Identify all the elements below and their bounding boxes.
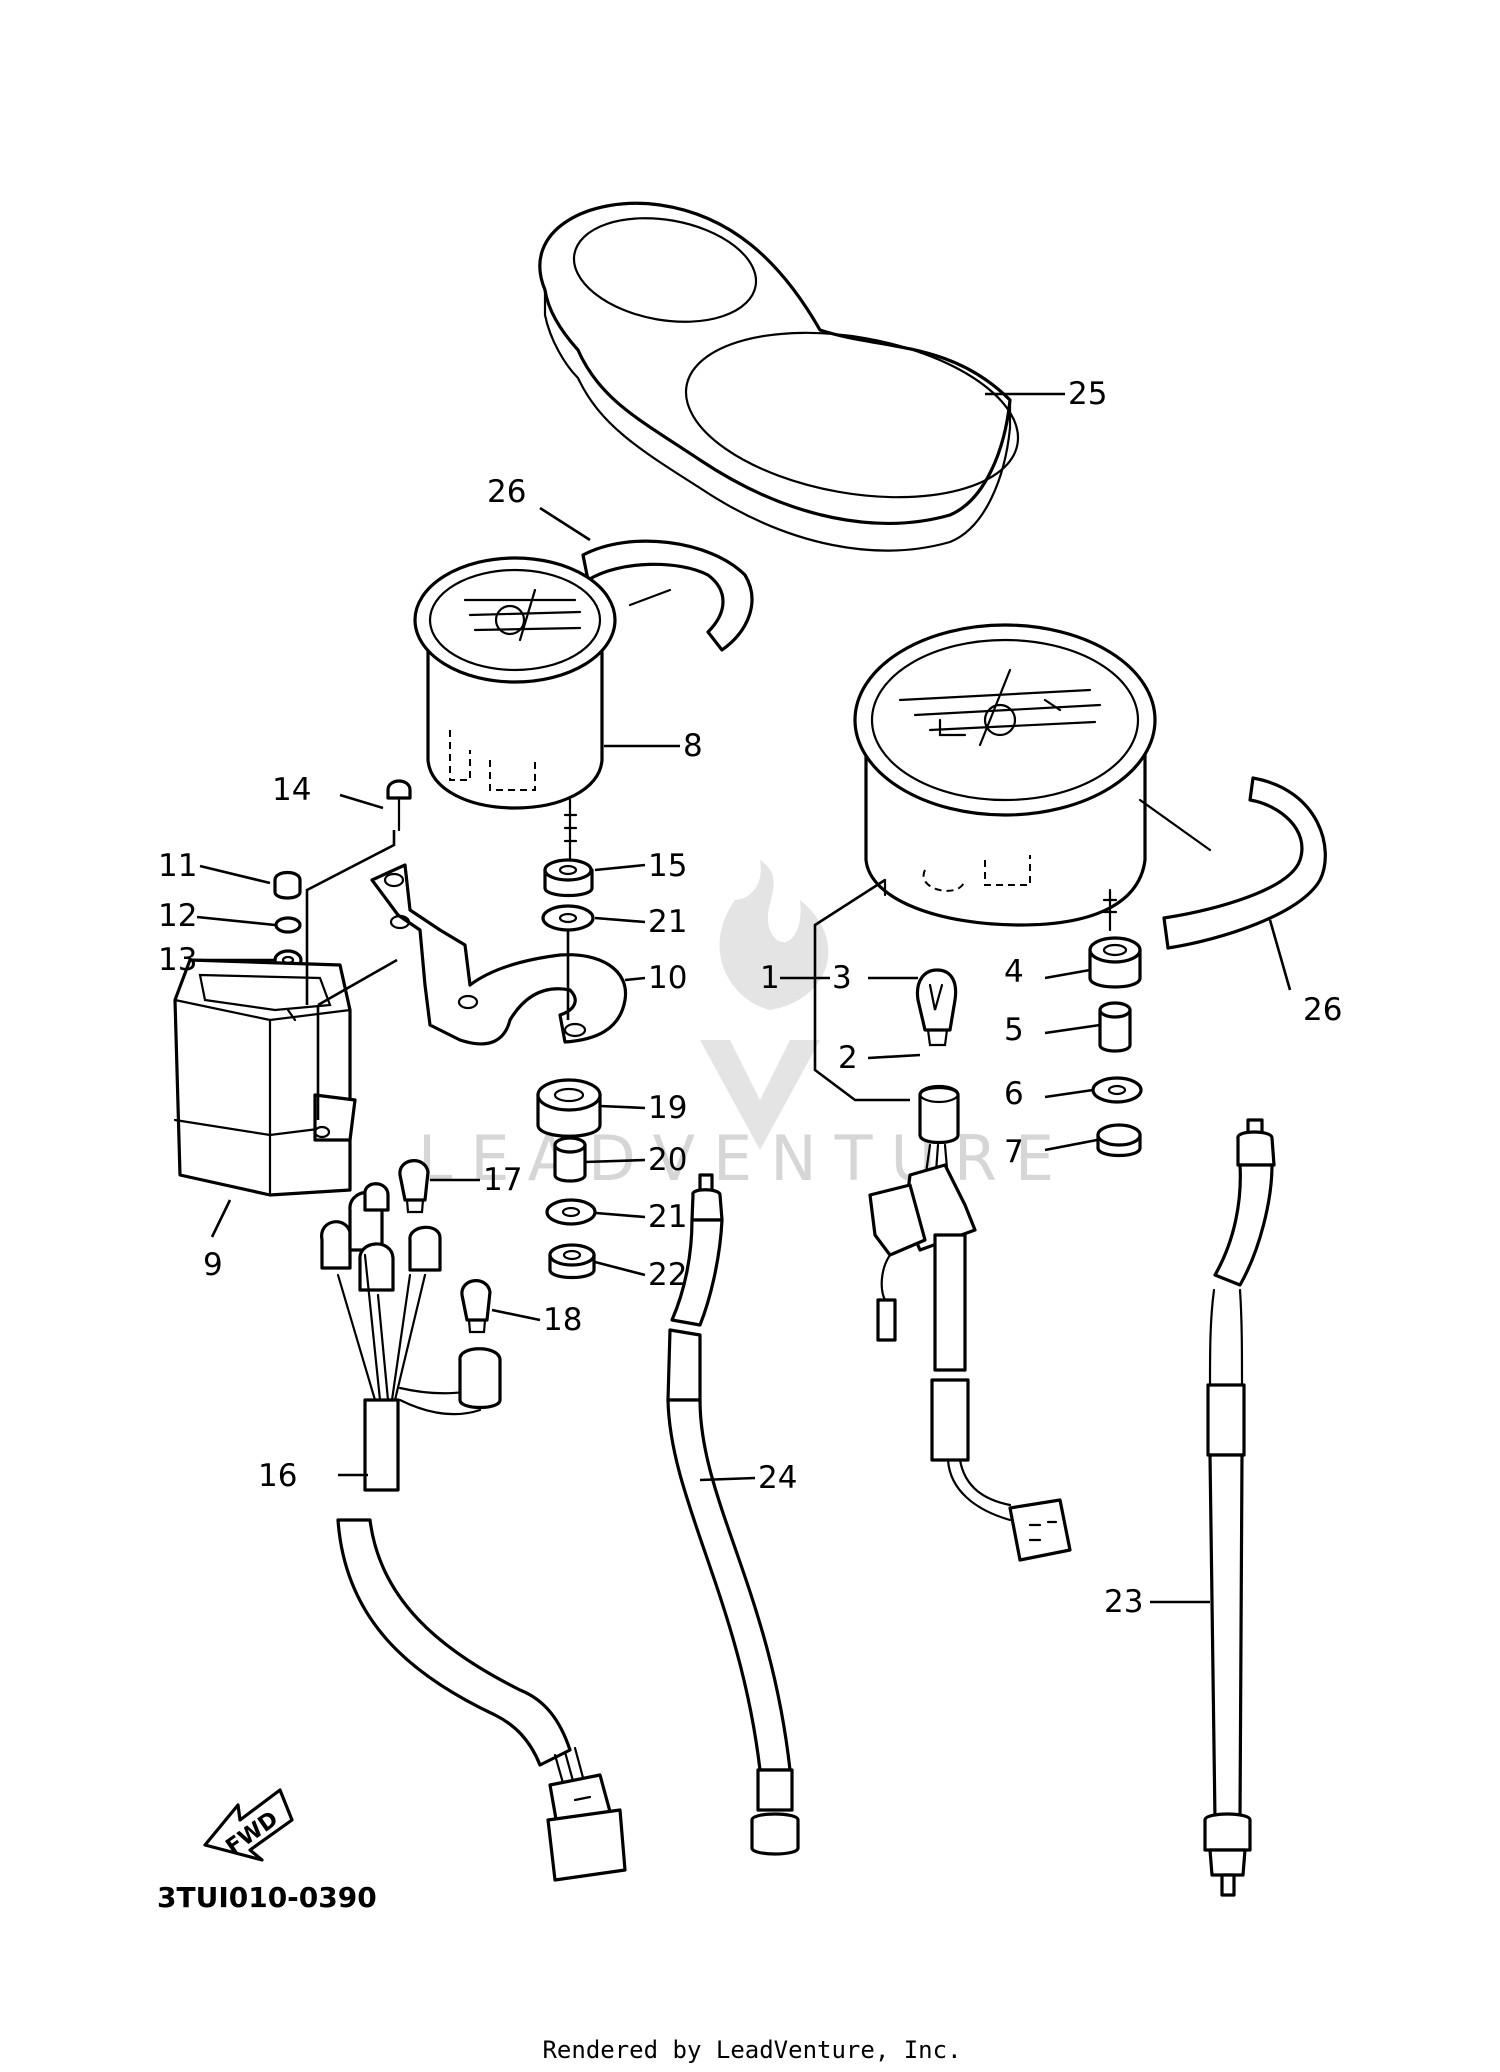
callout-3[interactable]: 3 (832, 960, 852, 996)
part-21-washer-lower (545, 1198, 597, 1226)
rendered-by-credit: Rendered by LeadVenture, Inc. (542, 2036, 961, 2064)
part-3-bulb (915, 968, 958, 1047)
callout-17[interactable]: 17 (483, 1162, 522, 1198)
callout-9[interactable]: 9 (203, 1247, 223, 1283)
part-6-washer (1091, 1076, 1143, 1104)
callout-23[interactable]: 23 (1104, 1584, 1143, 1620)
part-10-bracket (370, 863, 628, 1046)
callout-14[interactable]: 14 (272, 772, 311, 808)
part-22-nut (548, 1243, 596, 1280)
callout-10[interactable]: 10 (648, 960, 687, 996)
callout-labels: 25 26 8 26 14 11 12 13 15 21 10 19 20 21… (158, 376, 1342, 1620)
callout-13[interactable]: 13 (158, 942, 197, 978)
part-5-collar (1098, 1001, 1132, 1053)
part-large-gauge (853, 623, 1212, 932)
fwd-arrow: FWD (203, 1788, 294, 1862)
callout-19[interactable]: 19 (648, 1090, 687, 1126)
callout-1[interactable]: 1 (760, 960, 780, 996)
callout-7[interactable]: 7 (1004, 1134, 1024, 1170)
part-25-meter-panel (538, 201, 1020, 552)
part-16-sub-harness (320, 1182, 627, 1882)
callout-12[interactable]: 12 (158, 898, 197, 934)
part-7-nut (1096, 1123, 1142, 1158)
part-21-washer-upper (541, 904, 595, 932)
leader-1-bracket (813, 878, 910, 1102)
callout-8[interactable]: 8 (683, 728, 703, 764)
part-26-band-lower (1162, 776, 1327, 950)
part-24-meter-cable (666, 1173, 800, 1856)
diagram-code: 3TUI010-0390 (157, 1881, 377, 1914)
part-26-band-upper (581, 539, 754, 652)
part-9-indicator-box (173, 958, 357, 1197)
part-14-screw (386, 779, 412, 832)
leader-9-bracket (305, 830, 398, 1120)
part-23-meter-cable (1203, 1118, 1276, 1897)
callout-2[interactable]: 2 (838, 1040, 858, 1076)
part-15-nut (543, 858, 594, 898)
callout-11[interactable]: 11 (158, 848, 197, 884)
callout-25[interactable]: 25 (1068, 376, 1107, 412)
callout-16[interactable]: 16 (258, 1458, 297, 1494)
part-12-washer (274, 916, 302, 934)
callout-5[interactable]: 5 (1004, 1012, 1024, 1048)
callout-24[interactable]: 24 (758, 1460, 797, 1496)
part-11-bolt (273, 870, 302, 900)
callout-22[interactable]: 22 (648, 1257, 687, 1293)
callout-26-lower[interactable]: 26 (1303, 992, 1342, 1028)
part-20-collar (553, 1136, 587, 1183)
part-17-bulb (398, 1159, 430, 1214)
part-19-grommet (536, 1078, 602, 1138)
callout-20[interactable]: 20 (648, 1142, 687, 1178)
callout-26-upper[interactable]: 26 (487, 474, 526, 510)
leader-lines (196, 392, 1292, 1604)
part-4-grommet (1088, 936, 1142, 989)
callout-4[interactable]: 4 (1004, 954, 1024, 990)
callout-21-lower[interactable]: 21 (648, 1199, 687, 1235)
part-8-small-gauge (413, 556, 617, 862)
callout-18[interactable]: 18 (543, 1302, 582, 1338)
callout-6[interactable]: 6 (1004, 1076, 1024, 1112)
callout-15[interactable]: 15 (648, 848, 687, 884)
part-2-socket-harness (868, 1084, 1072, 1562)
callout-21-upper[interactable]: 21 (648, 904, 687, 940)
part-18-bulb (460, 1279, 492, 1334)
